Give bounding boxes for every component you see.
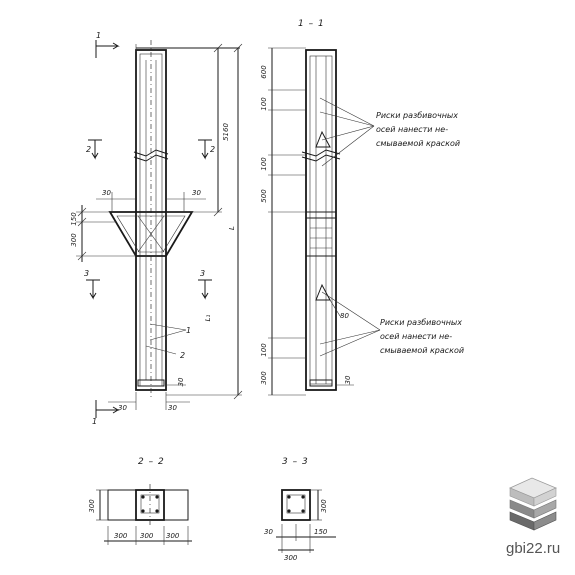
dim-300-s22-c: 300 bbox=[166, 532, 180, 540]
stacked-slabs-icon bbox=[508, 477, 558, 531]
section-mark-1-top: 1 bbox=[96, 31, 101, 40]
section-2-2-title: 2 – 2 bbox=[138, 457, 165, 467]
note-2-line-3: смываемой краской bbox=[380, 346, 464, 355]
callout-1: 1 bbox=[186, 326, 191, 335]
dim-300-s33-height: 300 bbox=[320, 499, 328, 513]
section-2-2-view: 2 – 2 300 300 300 300 bbox=[88, 457, 192, 545]
dim-30-top-right: 30 bbox=[192, 189, 201, 197]
dim-300-bottom: 300 bbox=[260, 371, 268, 385]
dim-300-left: 300 bbox=[70, 233, 78, 247]
note-1-line-2: осей нанести не- bbox=[376, 125, 448, 134]
dim-150-s33: 150 bbox=[314, 528, 328, 536]
dim-150-left: 150 bbox=[70, 212, 78, 226]
dim-30-top-left: 30 bbox=[102, 189, 111, 197]
dim-30-s33: 30 bbox=[264, 528, 273, 536]
section-mark-2-right: 2 bbox=[210, 145, 215, 154]
section-3-3-view: 3 – 3 300 30 150 300 bbox=[264, 457, 336, 562]
note-1-line-3: смываемой краской bbox=[376, 139, 460, 148]
dim-30-side: 30 bbox=[177, 377, 185, 386]
column-elevation-left: 5160 L L₁ 150 300 30 30 30 30 30 1 bbox=[70, 31, 243, 426]
dim-100-c: 100 bbox=[260, 343, 268, 357]
dim-5160: 5160 bbox=[222, 123, 230, 141]
note-2-line-1: Риски разбивочных bbox=[380, 318, 462, 327]
watermark: gbi22.ru bbox=[506, 477, 560, 557]
dim-300-s22-b: 300 bbox=[140, 532, 154, 540]
dim-30-s11: 30 bbox=[344, 375, 352, 384]
dim-30-bottom-left: 30 bbox=[118, 404, 127, 412]
dim-80: 80 bbox=[340, 312, 349, 320]
dim-300-s33-width: 300 bbox=[284, 554, 298, 562]
section-1-1-title: 1 – 1 bbox=[298, 19, 325, 29]
callout-2: 2 bbox=[180, 351, 185, 360]
dim-100-a: 100 bbox=[260, 97, 268, 111]
dim-30-bottom-right: 30 bbox=[168, 404, 177, 412]
dim-600: 600 bbox=[260, 65, 268, 79]
section-mark-1-bottom: 1 bbox=[92, 417, 97, 426]
dim-100-b: 100 bbox=[260, 157, 268, 171]
note-2-line-2: осей нанести не- bbox=[380, 332, 452, 341]
section-1-1-view: 1 – 1 600 100 100 500 100 bbox=[260, 19, 464, 396]
section-mark-3-left: 3 bbox=[84, 269, 89, 278]
dim-500: 500 bbox=[260, 189, 268, 203]
section-mark-3-right: 3 bbox=[200, 269, 205, 278]
section-mark-2-left: 2 bbox=[86, 145, 91, 154]
watermark-text: gbi22.ru bbox=[506, 540, 560, 557]
dim-l1: L₁ bbox=[204, 314, 212, 321]
dim-300-s22-a: 300 bbox=[114, 532, 128, 540]
dim-300-s22-height: 300 bbox=[88, 499, 96, 513]
section-3-3-title: 3 – 3 bbox=[282, 457, 309, 467]
dim-l: L bbox=[228, 226, 236, 230]
note-1-line-1: Риски разбивочных bbox=[376, 111, 458, 120]
